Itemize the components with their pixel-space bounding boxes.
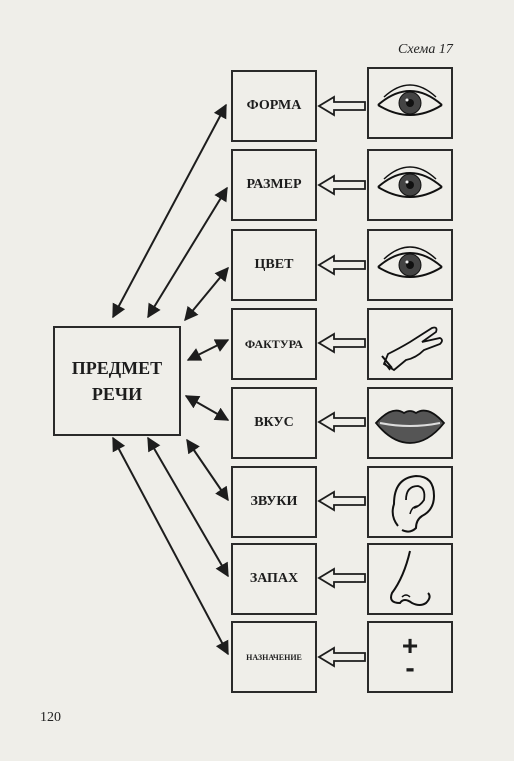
plus-icon: + xyxy=(401,630,419,661)
double-arrow xyxy=(147,186,228,319)
double-arrow xyxy=(147,436,229,578)
icon-box-razmer xyxy=(367,149,453,221)
feature-box-vkus: ВКУС xyxy=(231,387,317,459)
eye-icon xyxy=(377,246,443,278)
eye-icon xyxy=(377,84,443,116)
center-label-line1: ПРЕДМЕТ xyxy=(71,358,163,378)
ear-icon xyxy=(391,474,436,533)
hand-icon xyxy=(381,326,443,372)
hollow-arrow xyxy=(317,411,366,433)
feature-box-zapah: ЗАПАХ xyxy=(231,543,317,615)
hollow-arrow xyxy=(317,95,366,117)
hollow-arrow xyxy=(317,646,366,668)
double-arrow xyxy=(112,103,227,319)
center-box: ПРЕДМЕТ РЕЧИ xyxy=(53,326,181,436)
hollow-arrow xyxy=(317,174,366,196)
feature-label: ЗВУКИ xyxy=(250,494,298,509)
icon-box-vkus xyxy=(367,387,453,459)
feature-label: ВКУС xyxy=(254,415,294,430)
feature-box-cvet: ЦВЕТ xyxy=(231,229,317,301)
icon-box-zapah xyxy=(367,543,453,615)
hollow-arrow xyxy=(317,567,366,589)
eye-icon xyxy=(377,166,443,198)
feature-box-zvuki: ЗВУКИ xyxy=(231,466,317,538)
double-arrow xyxy=(186,339,230,361)
feature-label: РАЗМЕР xyxy=(246,177,302,192)
double-arrow xyxy=(112,436,229,656)
icon-box-zvuki xyxy=(367,466,453,538)
page-number: 120 xyxy=(40,710,61,725)
feature-box-naznachenie: НАЗНАЧЕНИЕ xyxy=(231,621,317,693)
double-arrow xyxy=(186,438,229,502)
hollow-arrow xyxy=(317,332,366,354)
icon-box-cvet xyxy=(367,229,453,301)
scheme-label: Схема 17 xyxy=(398,42,453,57)
feature-box-razmer: РАЗМЕР xyxy=(231,149,317,221)
icon-box-forma xyxy=(367,67,453,139)
icon-box-naznachenie: + - xyxy=(367,621,453,693)
center-label-line2: РЕЧИ xyxy=(91,384,143,404)
double-arrow xyxy=(184,395,230,421)
icon-box-faktura xyxy=(367,308,453,380)
feature-label: ЗАПАХ xyxy=(249,571,299,586)
feature-label: НАЗНАЧЕНИЕ xyxy=(246,652,302,662)
feature-label: ФАКТУРА xyxy=(244,336,304,351)
feature-box-faktura: ФАКТУРА xyxy=(231,308,317,380)
lips-icon xyxy=(374,409,446,444)
nose-icon xyxy=(390,550,431,606)
hollow-arrow xyxy=(317,490,366,512)
double-arrow xyxy=(184,266,229,322)
feature-label: ФОРМА xyxy=(246,98,302,113)
feature-label: ЦВЕТ xyxy=(254,257,294,272)
hollow-arrow xyxy=(317,254,366,276)
feature-box-forma: ФОРМА xyxy=(231,70,317,142)
minus-icon: - xyxy=(405,652,415,683)
